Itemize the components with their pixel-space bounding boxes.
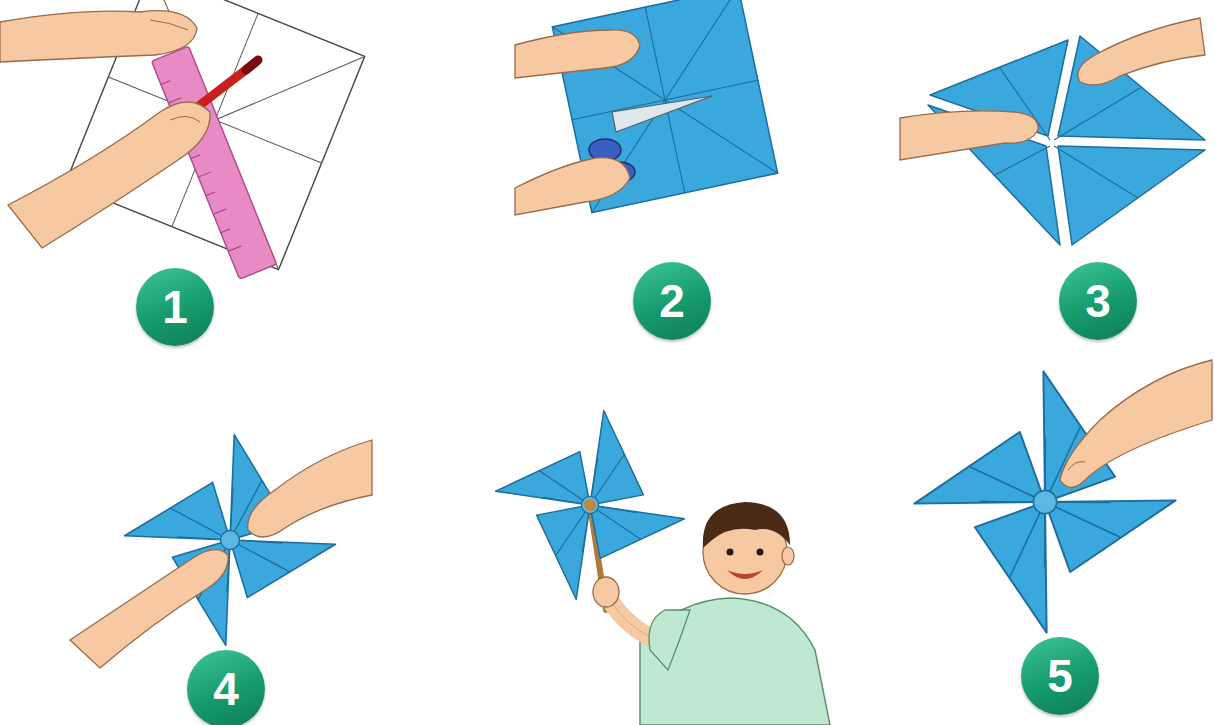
step-number: 2 (659, 278, 685, 324)
boy-with-pinwheel (475, 390, 830, 725)
step-circle: 1 (136, 268, 214, 346)
step-four-drawing (70, 421, 372, 668)
step-circle: 4 (187, 650, 265, 725)
step-five-drawing (904, 360, 1212, 643)
step-circle: 2 (633, 262, 711, 340)
step-number: 1 (162, 284, 188, 330)
step-three-drawing (900, 18, 1205, 245)
step-circle: 3 (1059, 262, 1137, 340)
step-one-drawing (0, 0, 365, 279)
step-circle: 5 (1021, 637, 1099, 715)
step-number: 3 (1085, 278, 1111, 324)
step-number: 5 (1047, 653, 1073, 699)
step-number: 4 (213, 666, 239, 712)
step-two-drawing (515, 0, 778, 215)
